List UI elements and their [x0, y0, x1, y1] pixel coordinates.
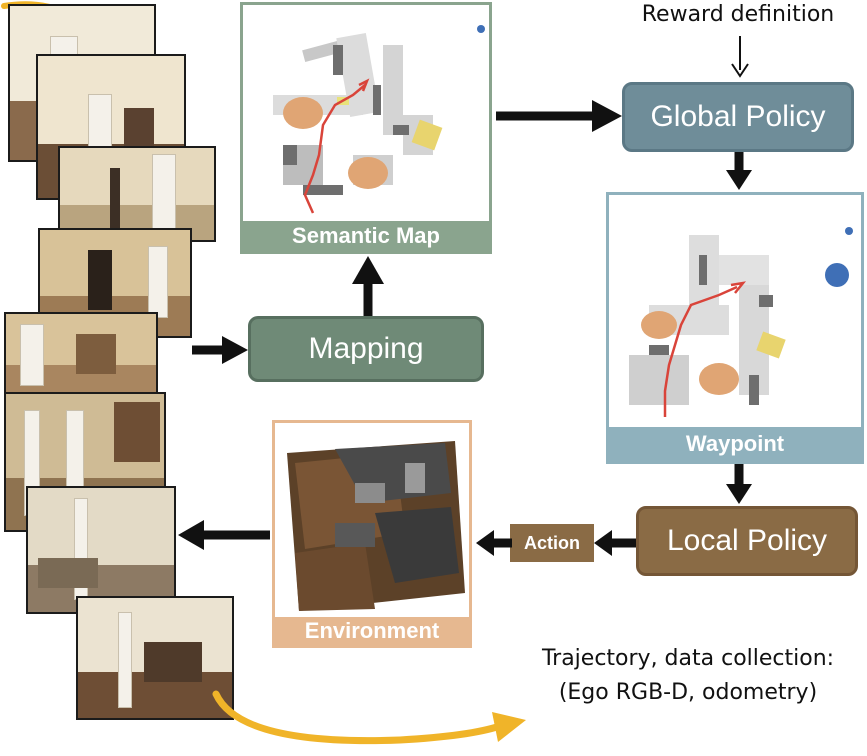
ego-frame-5: [4, 312, 158, 398]
semantic-map-image: [273, 25, 485, 214]
arrow-waypoint-to-local-policy: [726, 464, 752, 504]
reward-definition-label: Reward definition: [641, 2, 835, 27]
trajectory-arrow: [212, 690, 526, 745]
arrow-reward-to-global-policy: [731, 36, 749, 78]
arrow-environment-to-observations: [178, 520, 270, 550]
arrow-map-to-global-policy: [496, 100, 622, 132]
action-label: Action: [524, 532, 580, 553]
arrow-global-policy-to-waypoint: [726, 152, 752, 190]
waypoint-map-image: [629, 227, 853, 417]
global-policy-label: Global Policy: [650, 100, 826, 133]
ego-frame-8: [76, 596, 234, 720]
local-policy-box: Local Policy: [636, 506, 858, 576]
waypoint-label: Waypoint: [609, 427, 861, 461]
local-policy-label: Local Policy: [666, 524, 828, 557]
arrow-mapping-to-map: [352, 256, 384, 316]
mapping-label: Mapping: [308, 332, 424, 365]
global-policy-box: Global Policy: [622, 82, 854, 152]
arrow-observations-to-mapping: [192, 336, 248, 364]
semantic-map-panel: Semantic Map: [240, 2, 492, 254]
waypoint-panel: Waypoint: [606, 192, 864, 464]
trajectory-caption-line2: (Ego RGB-D, odometry): [558, 680, 818, 705]
ego-frame-3: [58, 146, 216, 242]
environment-panel: Environment: [272, 420, 472, 648]
mapping-box: Mapping: [248, 316, 484, 382]
trajectory-caption-line1: Trajectory, data collection:: [541, 646, 835, 671]
arrow-local-policy-to-action: [594, 530, 636, 556]
ego-frame-7: [26, 486, 176, 614]
arrow-action-to-environment: [476, 530, 512, 556]
environment-render-image: [287, 441, 465, 611]
environment-label: Environment: [275, 617, 469, 645]
semantic-map-label: Semantic Map: [243, 221, 489, 251]
action-box: Action: [510, 524, 594, 562]
